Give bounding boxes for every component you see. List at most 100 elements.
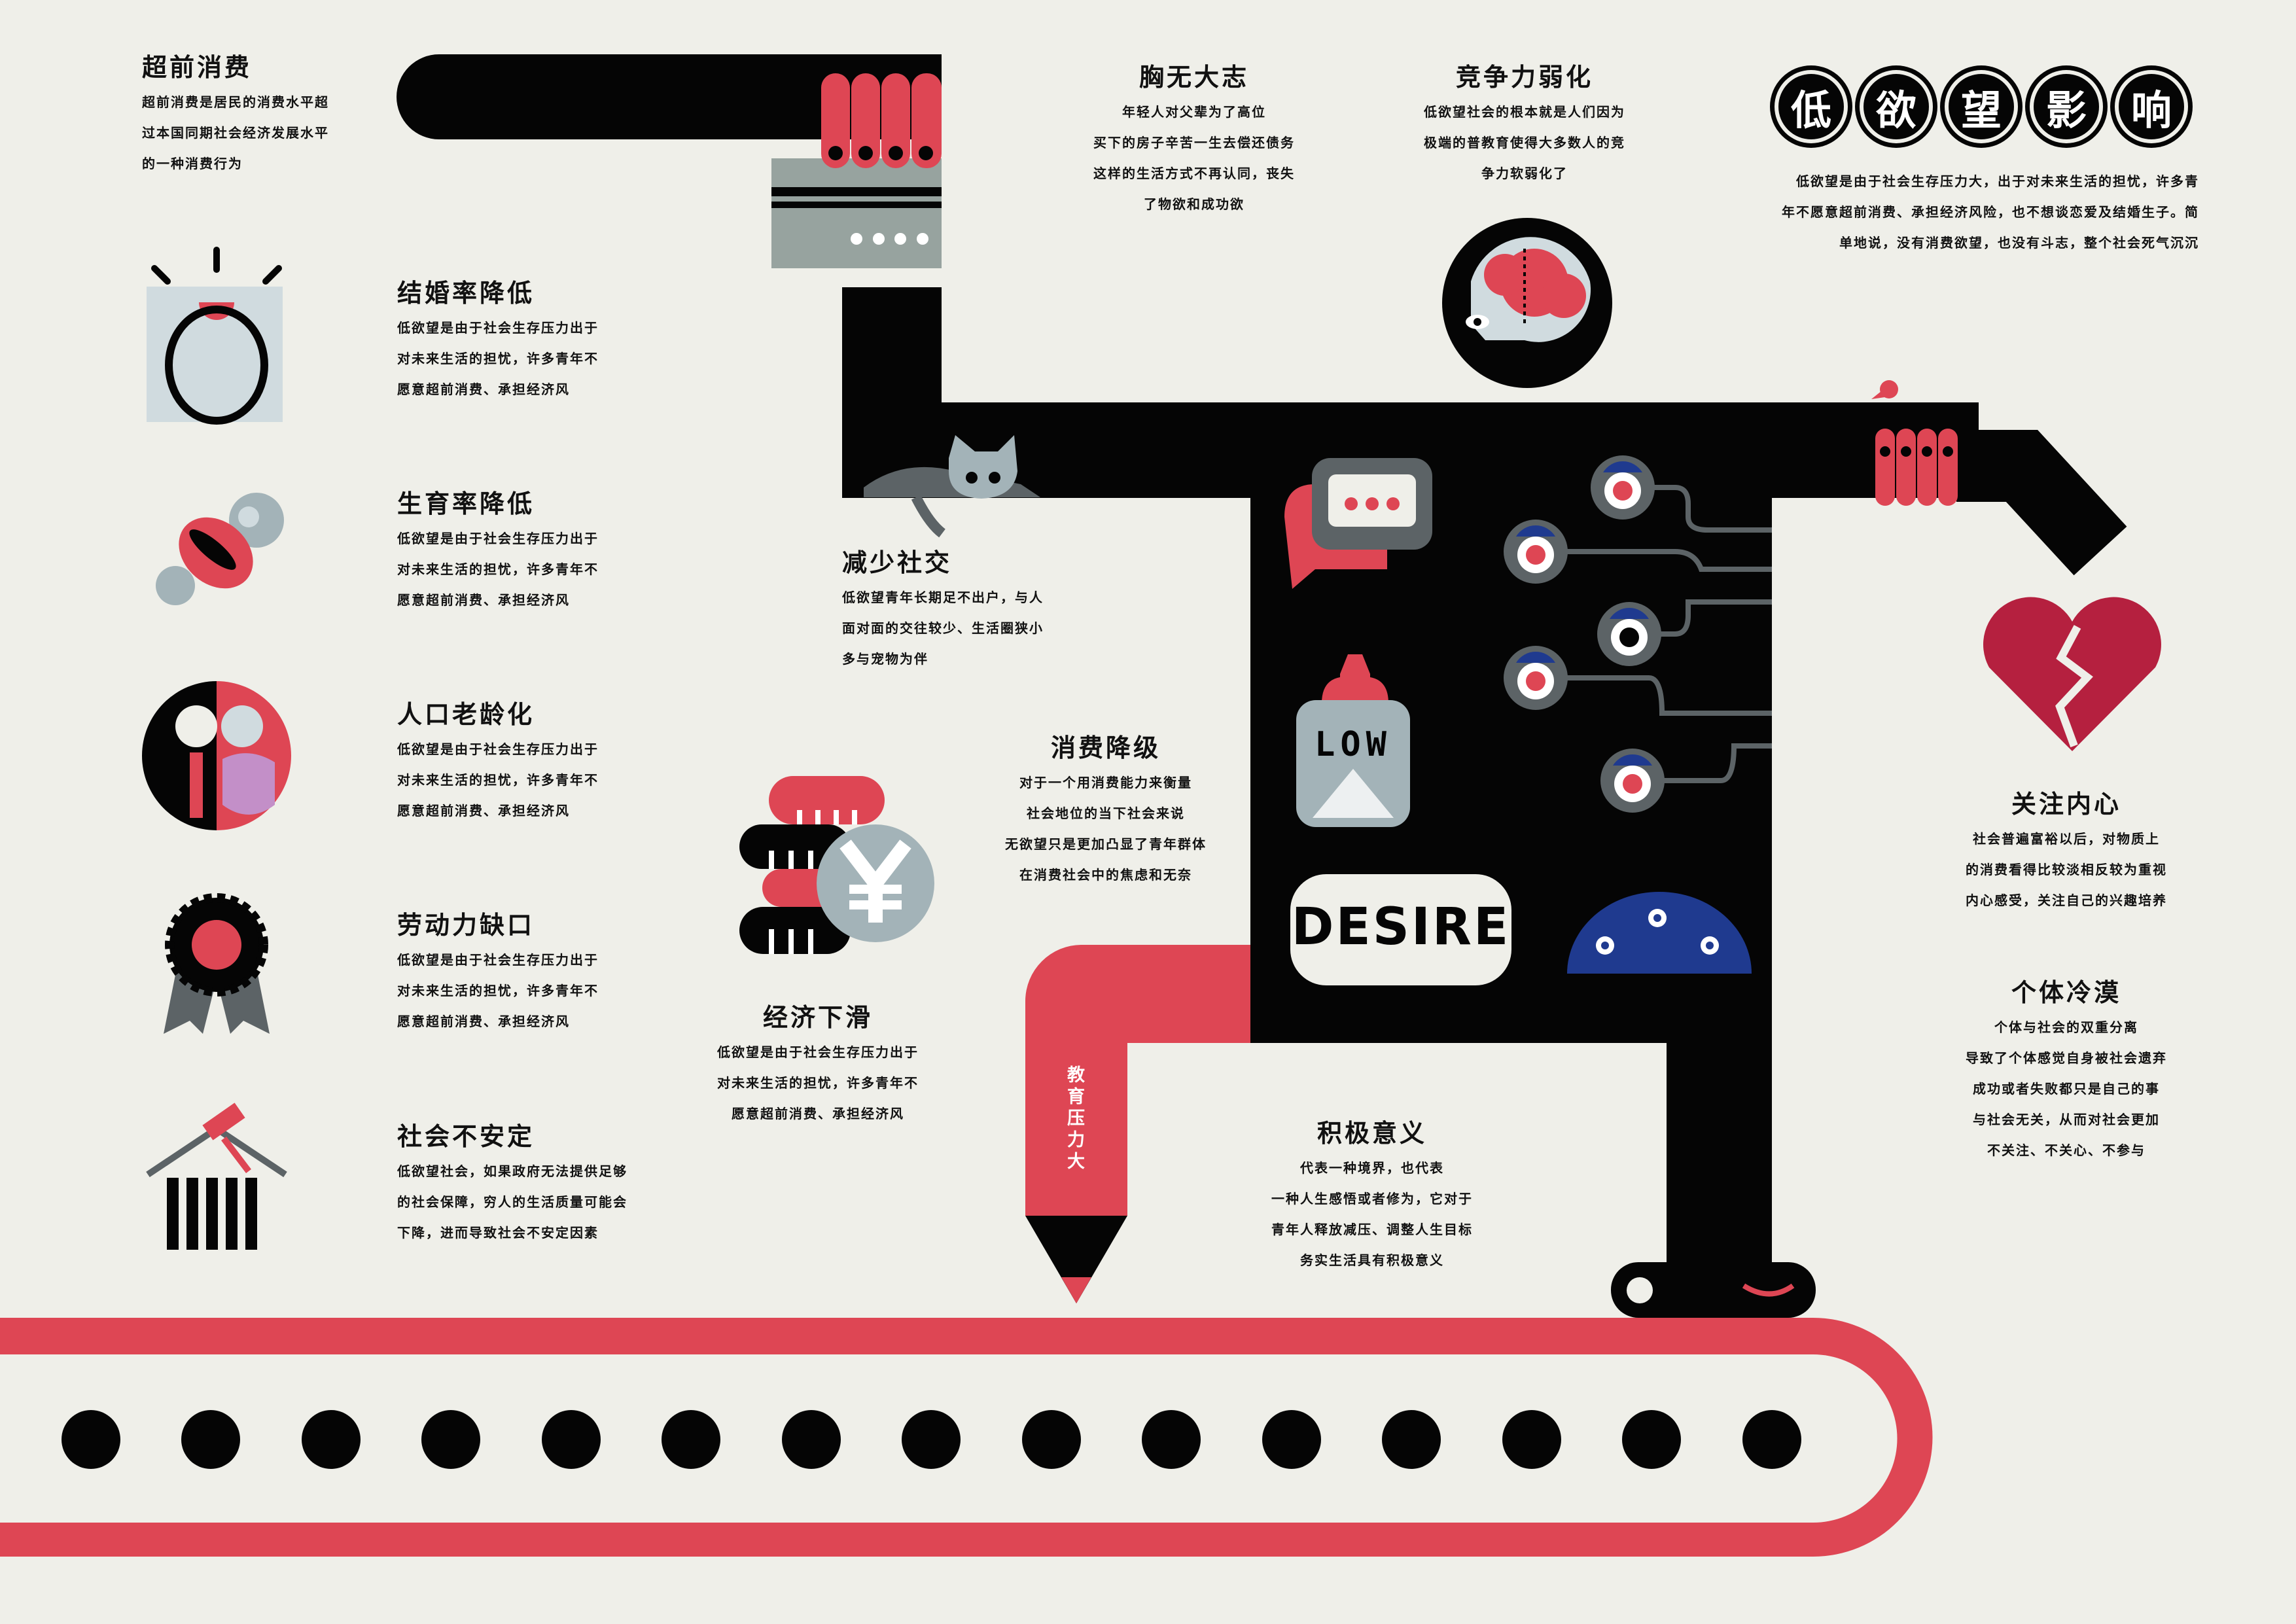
section-title: 关注内心 [2011, 790, 2121, 819]
roller [421, 1410, 480, 1469]
section-line: 愿意超前消费、承担经济风 [397, 803, 570, 819]
title-char: 影 [2034, 74, 2099, 139]
section-social: 减少社交 低欲望青年长期足不出户，与人 面对面的交往较少、生活圈狭小 多与宠物为… [842, 543, 1044, 675]
roller [542, 1410, 601, 1469]
title-char-badge: 低 [1770, 65, 1852, 148]
section-line: 对于一个用消费能力来衡量 [1019, 775, 1192, 790]
section-line: 与社会无关，从而对社会更加 [1973, 1112, 2160, 1127]
roller [62, 1410, 120, 1469]
section-competition: 竞争力弱化 低欲望社会的根本就是人们因为 极端的普教育使得大多数人的竞 争力软弱… [1424, 58, 1625, 189]
section-instability: 社会不安定 低欲望社会，如果政府无法提供足够 的社会保障，穷人的生活质量可能会 … [397, 1117, 627, 1248]
section-line: 对未来生活的担忧，许多青年不 [397, 351, 599, 366]
section-line: 无欲望只是更加凸显了青年群体 [1005, 836, 1207, 852]
section-inner: 关注内心 社会普遍富裕以后，对物质上 的消费看得比较淡相反较为重视 内心感受，关… [1966, 785, 2167, 916]
education-pressure-label: 教育压力大 [1064, 1065, 1084, 1173]
section-title: 人口老龄化 [397, 700, 535, 729]
title-char-badge: 响 [2110, 65, 2193, 148]
hand-fingers-icon [821, 73, 942, 168]
section-title: 竞争力弱化 [1455, 63, 1593, 92]
section-title: 结婚率降低 [397, 279, 535, 308]
section-title: 消费降级 [1050, 733, 1161, 762]
roller [1142, 1410, 1201, 1469]
section-positive: 积极意义 代表一种境界，也代表 一种人生感悟或者修为，它对于 青年人释放减压、调… [1271, 1114, 1473, 1276]
roller [1742, 1410, 1801, 1469]
section-line: 的消费看得比较淡相反较为重视 [1966, 862, 2167, 877]
right-hand-fingers-icon [1875, 429, 1958, 506]
eyes-group [1504, 455, 1665, 813]
title-char-badge: 影 [2025, 65, 2108, 148]
section-title: 经济下滑 [762, 1003, 873, 1032]
section-line: 极端的普教育使得大多数人的竞 [1424, 135, 1625, 150]
section-title: 劳动力缺口 [397, 911, 535, 940]
section-fertility: 生育率降低 低欲望是由于社会生存压力出于 对未来生活的担忧，许多青年不 愿意超前… [397, 484, 599, 616]
main-title: 低 欲 望 影 响 [1770, 65, 2193, 148]
section-line: 买下的房子辛苦一生去偿还债务 [1093, 135, 1295, 150]
section-line: 低欲望是由于社会生存压力出于 [397, 952, 599, 968]
elderly-couple-icon [142, 681, 291, 830]
section-line: 社会普遍富裕以后，对物质上 [1973, 831, 2160, 847]
title-char: 响 [2119, 74, 2184, 139]
bank-card-icon [771, 158, 942, 268]
section-title: 胸无大志 [1139, 63, 1249, 92]
title-char: 低 [1778, 74, 1844, 139]
roller [1022, 1410, 1081, 1469]
roller [302, 1410, 361, 1469]
head-brain-icon [1442, 218, 1612, 388]
roller [181, 1410, 240, 1469]
section-line: 多与宠物为伴 [842, 651, 928, 667]
section-line: 争力软弱化了 [1481, 166, 1568, 181]
eye-icon [1600, 749, 1665, 813]
low-label: LOW [1315, 725, 1392, 764]
section-line: 青年人释放减压、调整人生目标 [1271, 1222, 1473, 1237]
roller [1382, 1410, 1441, 1469]
section-line: 面对面的交往较少、生活圈狭小 [842, 620, 1044, 636]
top-arm [397, 54, 942, 139]
roller [782, 1410, 841, 1469]
intro-line: 年不愿意超前消费、承担经济风险，也不想谈恋爱及结婚生子。简 [1782, 204, 2199, 220]
low-bottle-icon [1296, 654, 1410, 827]
chat-bubble-icon [1284, 458, 1432, 589]
roller [902, 1410, 961, 1469]
section-line: 过本国同期社会经济发展水平 [142, 125, 329, 141]
roller [1622, 1410, 1681, 1469]
section-line: 内心感受，关注自己的兴趣培养 [1966, 892, 2167, 908]
section-line: 在消费社会中的焦虑和无奈 [1019, 867, 1192, 883]
section-title: 社会不安定 [397, 1122, 535, 1151]
desire-label: DESIRE [1291, 898, 1511, 957]
section-title: 减少社交 [842, 548, 953, 577]
section-line: 下降，进而导致社会不安定因素 [397, 1225, 599, 1241]
section-apathy: 个体冷漠 个体与社会的双重分离 导致了个体感觉自身被社会遗弃 成功或者失败都只是… [1966, 973, 2167, 1166]
court-gavel-icon [146, 1103, 287, 1250]
eye-icon [1504, 646, 1568, 710]
section-line: 社会地位的当下社会来说 [1027, 805, 1185, 821]
section-line: 超前消费是居民的消费水平超 [142, 94, 329, 110]
section-line: 对未来生活的担忧，许多青年不 [717, 1075, 919, 1091]
section-labor: 劳动力缺口 低欲望是由于社会生存压力出于 对未来生活的担忧，许多青年不 愿意超前… [397, 906, 599, 1037]
section-line: 低欲望青年长期足不出户，与人 [842, 590, 1044, 605]
conveyor-rollers [62, 1410, 1801, 1469]
title-char-badge: 欲 [1855, 65, 1937, 148]
title-char: 望 [1949, 74, 2014, 139]
eye-icon [1504, 520, 1568, 584]
eye-icon [1597, 602, 1661, 666]
section-line: 对未来生活的担忧，许多青年不 [397, 983, 599, 998]
section-overspending: 超前消费 超前消费是居民的消费水平超 过本国同期社会经济发展水平 的一种消费行为 [142, 48, 329, 179]
section-line: 务实生活具有积极意义 [1300, 1252, 1444, 1268]
section-line: 愿意超前消费、承担经济风 [397, 381, 570, 397]
section-line: 的社会保障，穷人的生活质量可能会 [397, 1194, 627, 1210]
bird-icon [1871, 380, 1898, 399]
section-downgrade: 消费降级 对于一个用消费能力来衡量 社会地位的当下社会来说 无欲望只是更加凸显了… [1005, 728, 1207, 891]
section-economy: 经济下滑 低欲望是由于社会生存压力出于 对未来生活的担忧，许多青年不 愿意超前消… [717, 998, 919, 1129]
roller [662, 1410, 720, 1469]
roller [1502, 1410, 1561, 1469]
wires [1536, 485, 1772, 783]
section-line: 对未来生活的担忧，许多青年不 [397, 772, 599, 788]
foot-eye-icon [1627, 1277, 1653, 1303]
ring-icon [147, 247, 283, 425]
section-line: 年轻人对父辈为了高位 [1122, 104, 1266, 120]
title-char: 欲 [1863, 74, 1929, 139]
section-line: 愿意超前消费、承担经济风 [397, 1014, 570, 1029]
intro-line: 单地说，没有消费欲望，也没有斗志，整个社会死气沉沉 [1839, 235, 2199, 251]
